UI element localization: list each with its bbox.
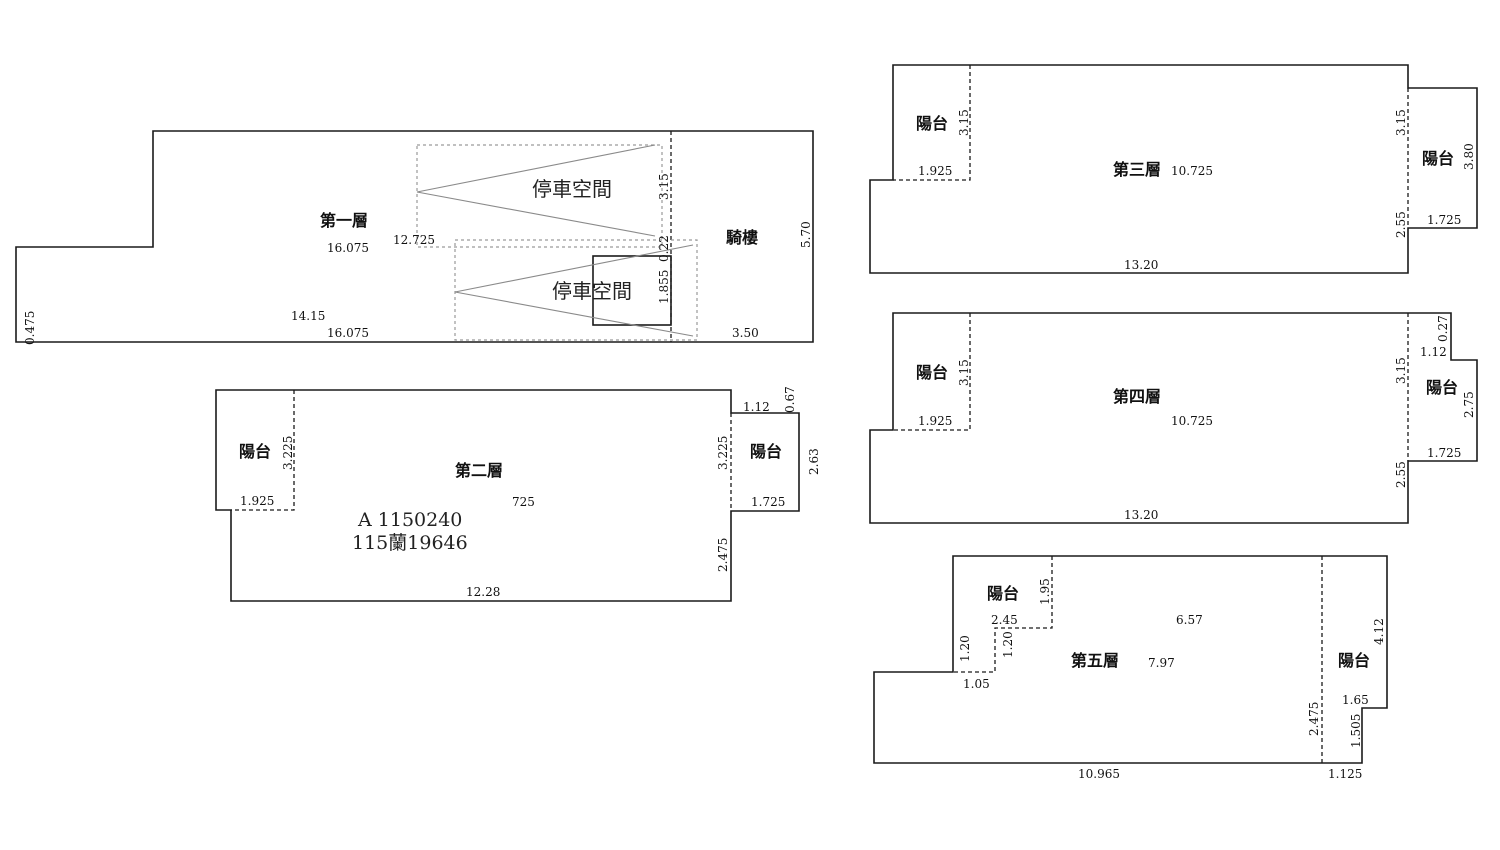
floor-3-title: 第三層 — [1113, 160, 1161, 179]
dim-f1-j: 1.855 — [657, 270, 671, 304]
floor-5-balcony-right-label: 陽台 — [1338, 651, 1370, 670]
floor-1-outline — [15, 130, 814, 343]
dim-f1-a: 16.075 — [327, 241, 369, 255]
floor-3-plan: 第三層 陽台 陽台 10.725 13.20 3.15 1.925 3.15 3… — [869, 64, 1478, 274]
dim-f1-d: 16.075 — [327, 326, 369, 340]
dim-f4-j: 1.725 — [1427, 446, 1461, 460]
floor-4-plan: 第四層 陽台 陽台 10.725 13.20 3.15 1.925 3.15 0… — [869, 312, 1478, 524]
dim-f2-d: 1.925 — [240, 494, 274, 508]
dim-f4-b: 13.20 — [1124, 508, 1158, 522]
dim-f5-f: 1.20 — [1001, 631, 1015, 658]
floor-4-title: 第四層 — [1113, 387, 1161, 406]
floor-1-plan: 第一層 停車空間 停車空間 騎樓 16.075 12.725 14.15 16.… — [15, 130, 814, 345]
parking-2-line-b — [454, 291, 694, 337]
dim-f4-d: 1.925 — [918, 414, 952, 428]
dim-f5-j: 2.475 — [1307, 702, 1321, 736]
dim-f5-k: 1.505 — [1349, 714, 1363, 748]
dim-f3-h: 1.725 — [1427, 213, 1461, 227]
dim-f5-a: 6.57 — [1176, 613, 1203, 627]
dim-f5-e: 1.20 — [958, 635, 972, 662]
dim-f3-f: 3.80 — [1462, 143, 1476, 170]
parking-space-1 — [416, 144, 663, 248]
floor-3-balcony-left-label: 陽台 — [916, 114, 948, 133]
dim-f4-h: 2.75 — [1462, 391, 1476, 418]
dim-f2-g: 3.225 — [716, 436, 730, 470]
dim-f5-g: 1.05 — [963, 677, 990, 691]
dim-f3-e: 3.15 — [1394, 109, 1408, 136]
parking-label-1: 停車空間 — [532, 177, 612, 201]
dim-f5-d: 2.45 — [991, 613, 1018, 627]
parking-1-line-a — [416, 144, 656, 193]
dim-f2-f: 0.67 — [783, 386, 797, 413]
dim-f2-b: 12.28 — [466, 585, 500, 599]
floor-3-outline — [869, 64, 1478, 274]
parking-space-2 — [454, 239, 698, 341]
stamp-line-1: A 1150240 — [357, 509, 462, 531]
dim-f5-h: 4.12 — [1372, 618, 1386, 645]
floor-4-balcony-left — [893, 313, 971, 431]
dim-f3-a: 10.725 — [1171, 164, 1213, 178]
dim-f4-a: 10.725 — [1171, 414, 1213, 428]
floor-5-plan: 第五層 陽台 陽台 6.57 7.97 1.95 2.45 1.20 1.20 … — [873, 555, 1388, 781]
dim-f1-f: 5.70 — [799, 221, 813, 248]
dim-f1-g: 3.50 — [732, 326, 759, 340]
dim-f3-g: 2.55 — [1394, 211, 1408, 238]
dim-f4-e: 3.15 — [1394, 357, 1408, 384]
floor-2-balcony-left-label: 陽台 — [239, 442, 271, 461]
dim-f1-b: 12.725 — [393, 233, 435, 247]
floor-3-balcony-right-label: 陽台 — [1422, 149, 1454, 168]
dim-f4-f: 0.27 — [1436, 315, 1450, 342]
parking-1-line-b — [416, 191, 656, 237]
dim-f5-i: 1.65 — [1342, 693, 1369, 707]
dim-f2-c: 3.225 — [281, 436, 295, 470]
arcade-label: 騎樓 — [726, 228, 758, 247]
floor-4-balcony-left-label: 陽台 — [916, 363, 948, 382]
dim-f2-j: 2.475 — [716, 538, 730, 572]
floor-2-plan: 第二層 陽台 陽台 725 12.28 3.225 1.925 1.12 0.6… — [215, 386, 821, 602]
floor-5-title: 第五層 — [1071, 651, 1119, 670]
dim-f5-m: 1.125 — [1328, 767, 1362, 781]
floor-2-outline — [215, 389, 800, 602]
dim-f1-e: 0.475 — [23, 311, 37, 345]
dim-f5-l: 10.965 — [1078, 767, 1120, 781]
dim-f3-d: 1.925 — [918, 164, 952, 178]
dim-f1-h: 3.15 — [657, 173, 671, 200]
floor-5-balcony-left-label: 陽台 — [987, 584, 1019, 603]
dim-f3-b: 13.20 — [1124, 258, 1158, 272]
floor-5-balcony-steps — [953, 556, 1053, 673]
floor-3-balcony-left — [893, 65, 971, 181]
floor-2-balcony-left — [231, 390, 295, 511]
dim-f5-b: 7.97 — [1148, 656, 1175, 670]
dim-f5-c: 1.95 — [1038, 578, 1052, 605]
dim-f1-i: 0.22 — [657, 235, 671, 262]
dim-f4-i: 2.55 — [1394, 461, 1408, 488]
dim-f3-c: 3.15 — [957, 109, 971, 136]
stamp-line-2: 115蘭19646 — [352, 532, 468, 554]
floor-1-title: 第一層 — [320, 211, 368, 230]
parking-label-2: 停車空間 — [552, 279, 632, 303]
floor-4-balcony-right-label: 陽台 — [1426, 378, 1458, 397]
dim-f4-g: 1.12 — [1420, 345, 1447, 359]
dim-f2-h: 2.63 — [807, 448, 821, 475]
floor-5-outline — [873, 555, 1388, 764]
dim-f2-e: 1.12 — [743, 400, 770, 414]
floor-2-balcony-right-label: 陽台 — [750, 442, 782, 461]
dim-f1-c: 14.15 — [291, 309, 325, 323]
floor-2-title: 第二層 — [455, 461, 503, 480]
dim-f2-i: 1.725 — [751, 495, 785, 509]
dim-f2-a: 725 — [512, 495, 535, 509]
dim-f4-c: 3.15 — [957, 359, 971, 386]
parking-2-line-a — [454, 244, 694, 293]
